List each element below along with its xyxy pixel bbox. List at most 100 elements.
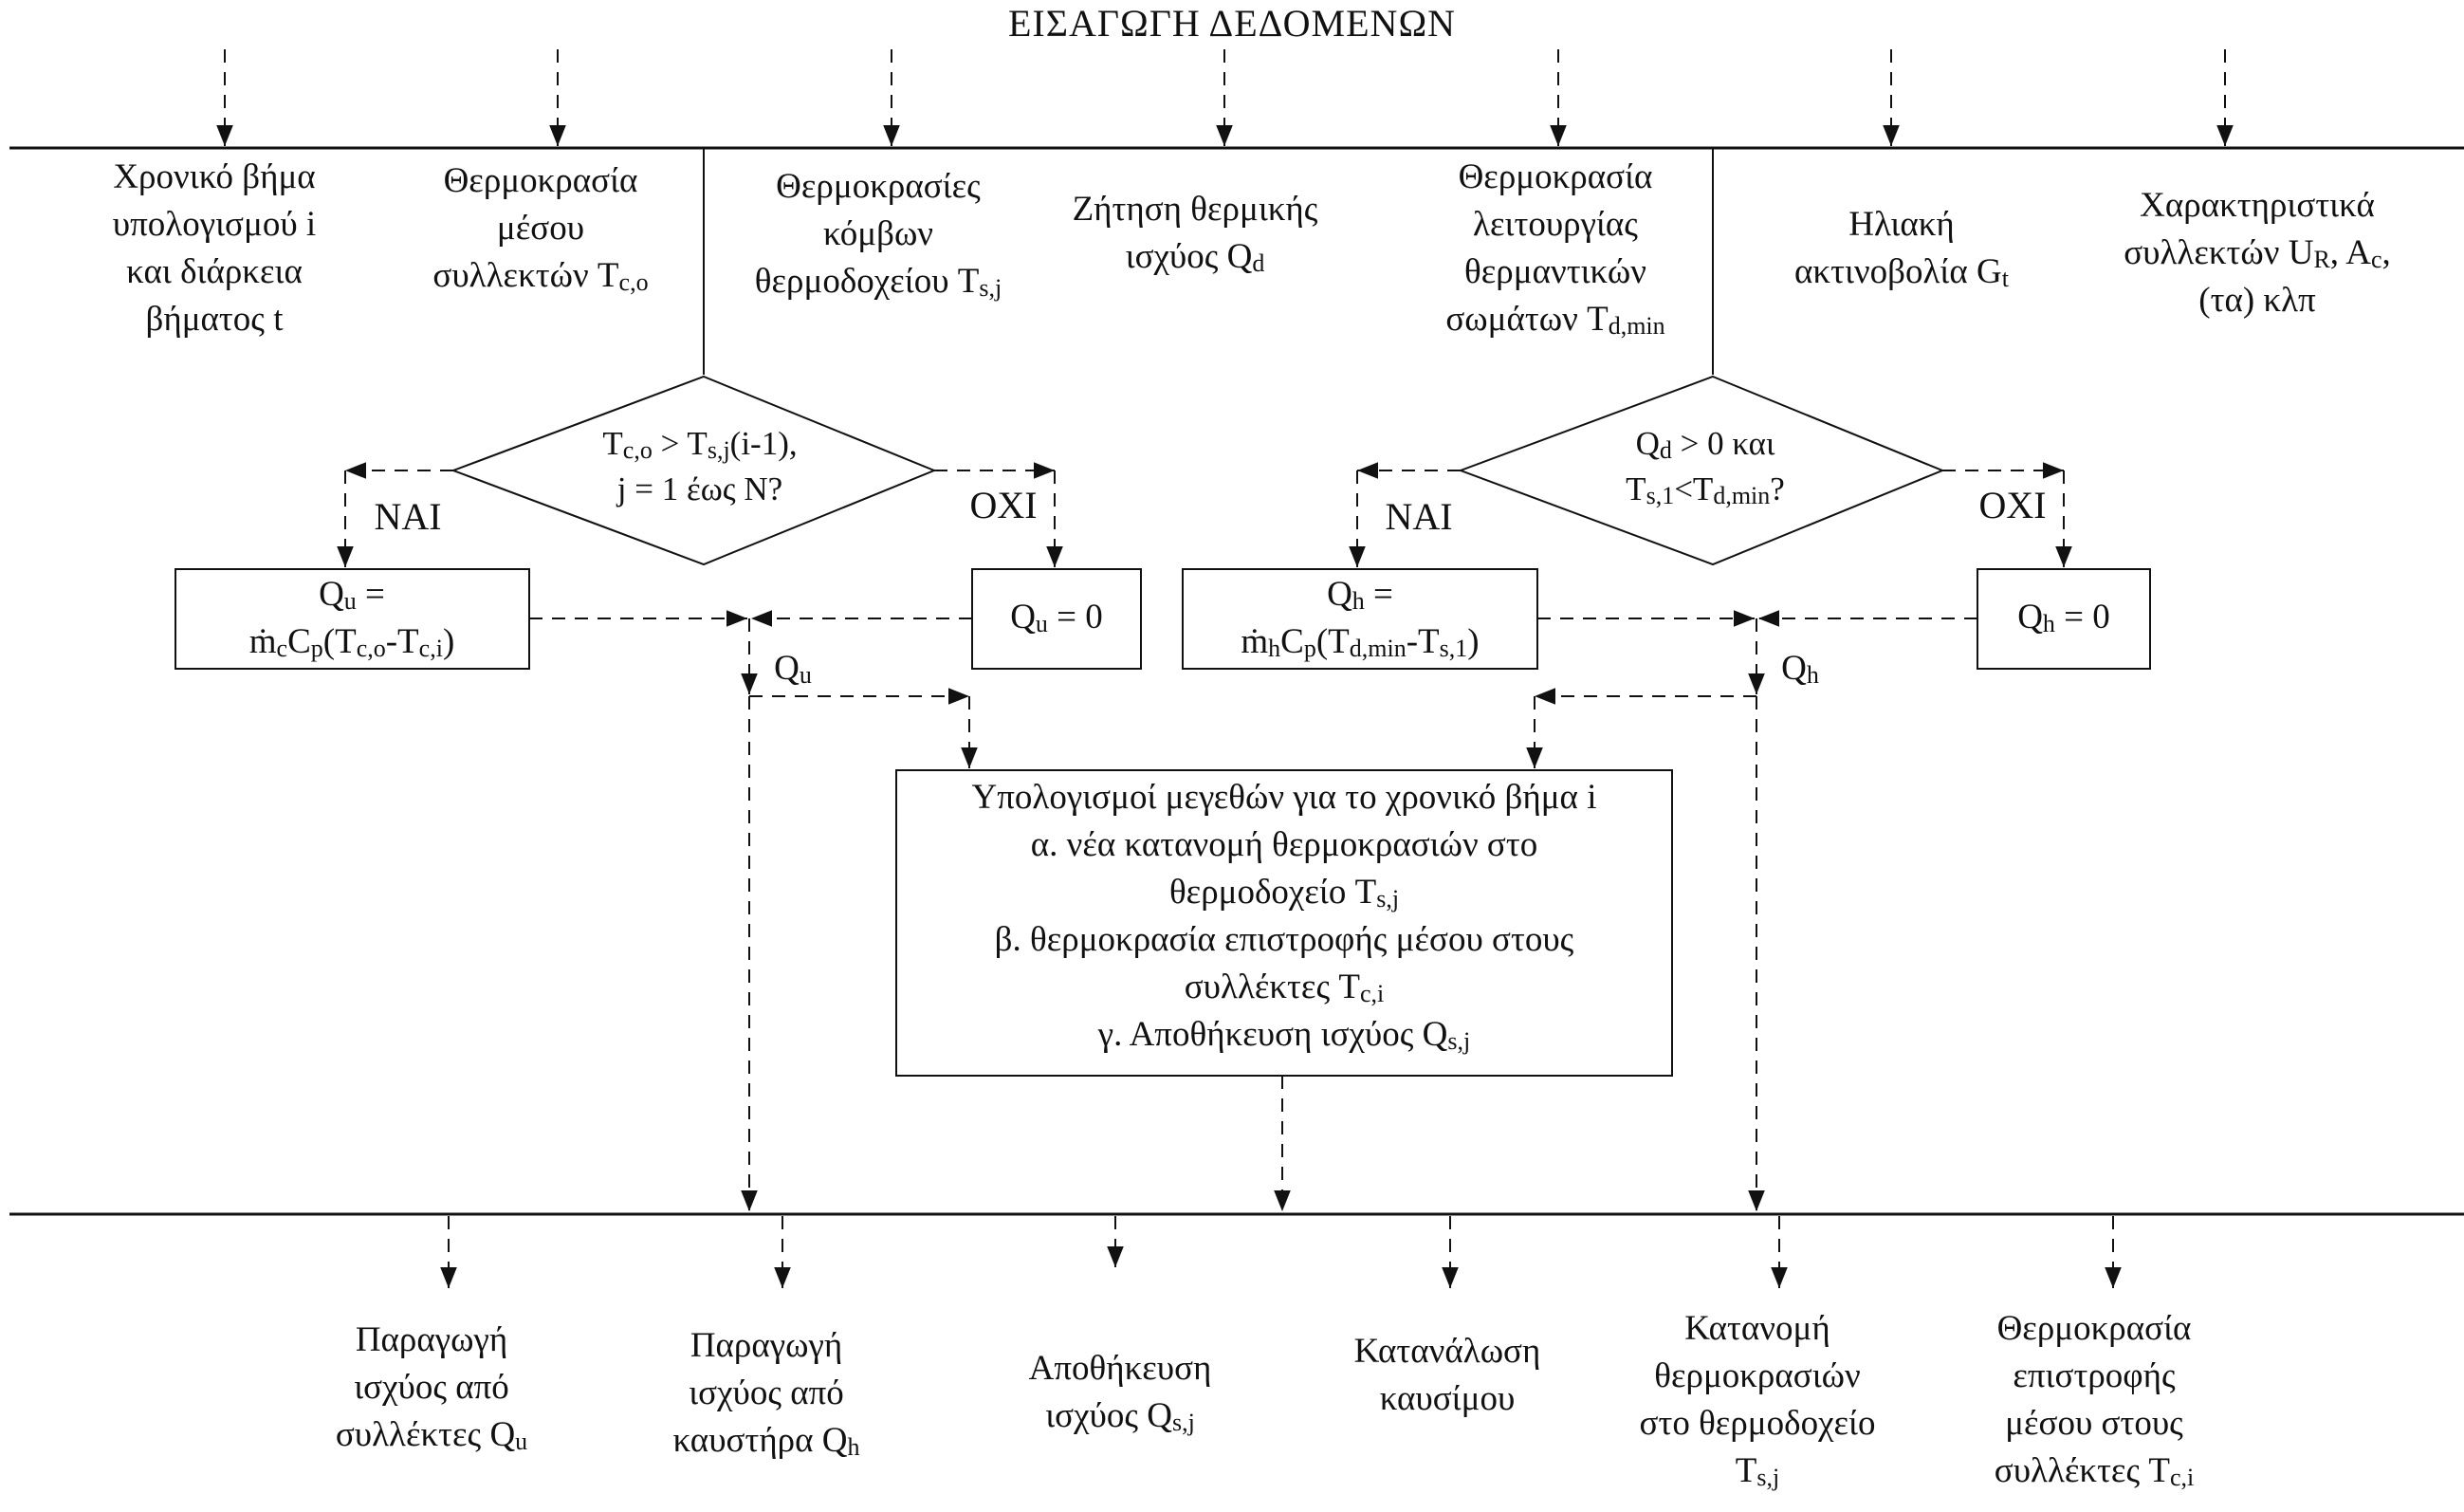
text-segment: ) (1467, 622, 1480, 661)
subscript: t (2001, 265, 2009, 292)
output-boiler-power-line2: ισχύος από (689, 1374, 844, 1412)
text-segment: -T (1406, 622, 1440, 661)
input-time-step-line4: βήματος t (145, 300, 284, 339)
merge-label-qh: Qh (1781, 645, 1819, 692)
text-segment: , (2381, 233, 2391, 272)
output-return-temperature-line1: Θερμοκρασία (1996, 1309, 2192, 1348)
process-line3: θερμοδοχείο Ts,j (972, 869, 1597, 916)
input-collector-temperature-line3: συλλεκτών Tc,o (432, 252, 648, 300)
decision-diamond-heating (1458, 375, 1945, 566)
text-segment: = 0 (1047, 598, 1103, 636)
input-radiator-temperature-line2: λειτουργίας (1473, 205, 1638, 244)
input-collector-temperature-line1: Θερμοκρασία (443, 161, 638, 200)
text-segment: συλλεκτών T (432, 256, 619, 295)
output-collector-power-line2: ισχύος από (354, 1368, 509, 1407)
output-fuel-consumption-line1: Κατανάλωση (1353, 1332, 1541, 1371)
decision-diamond-collector (451, 375, 937, 566)
input-heat-demand-line1: Ζήτηση θερμικής (1072, 190, 1318, 229)
input-tank-node-temperatures-line3: θερμοδοχείου Ts,j (755, 258, 1002, 305)
text-segment: T (1735, 1451, 1757, 1490)
text-segment: > 0 και (1671, 425, 1775, 462)
text-segment: θερμοδοχείο T (1168, 873, 1377, 912)
text-segment: ṁ (248, 622, 277, 661)
input-radiator-temperature-line3: θερμαντικών (1464, 252, 1646, 291)
output-storage-power-line2: ισχύος Qs,j (1029, 1392, 1212, 1440)
subscript: s,j (979, 274, 1002, 302)
text-segment: ισχύος Q (1045, 1396, 1172, 1435)
input-radiator-temperature: Θερμοκρασία λειτουργίας θερμαντικών σωμά… (1445, 154, 1664, 343)
input-radiator-temperature-line4: σωμάτων Td,min (1445, 296, 1664, 343)
text-segment: Q (1010, 598, 1036, 636)
text-segment: συλλέκτες T (1994, 1451, 2170, 1490)
text-segment: (T (322, 622, 357, 661)
subscript: s,j (1756, 1464, 1780, 1491)
text-segment: Q (1781, 649, 1807, 688)
input-tank-node-temperatures: Θερμοκρασίες κόμβων θερμοδοχείου Ts,j (755, 163, 1002, 305)
output-return-temperature: Θερμοκρασία επιστροφής μέσου στους συλλέ… (1995, 1305, 2195, 1495)
subscript: c,i (1359, 980, 1385, 1007)
subscript: s,j (1447, 1027, 1471, 1055)
text-segment: ισχύος Q (1125, 237, 1253, 276)
output-tank-temperature-distribution-line1: Κατανομή (1684, 1309, 1830, 1348)
subscript: c (2370, 246, 2382, 273)
process-line6: γ. Αποθήκευση ισχύος Qs,j (972, 1011, 1597, 1059)
input-time-step: Χρονικό βήμα υπολογισμού i και διάρκεια … (113, 154, 316, 343)
text-segment: θερμοδοχείου T (754, 262, 980, 301)
output-collector-power: Παραγωγή ισχύος από συλλέκτες Qu (336, 1317, 527, 1459)
text-segment: = 0 (2054, 598, 2110, 636)
box-qu-zero-text: Qu = 0 (1010, 594, 1103, 641)
text-segment: Q (2017, 598, 2043, 636)
subscript: s,j (1376, 885, 1400, 913)
output-boiler-power-line1: Παραγωγή (690, 1326, 843, 1365)
text-segment: σωμάτων T (1445, 300, 1609, 339)
box-qu-zero-line: Qu = 0 (1010, 594, 1103, 641)
process-line2: α. νέα κατανομή θερμοκρασιών στο (1030, 825, 1538, 864)
process-line1: Υπολογισμοί μεγεθών για το χρονικό βήμα … (971, 778, 1597, 817)
text-segment: συλλέκτες T (1184, 968, 1360, 1006)
input-time-step-line2: υπολογισμού i (112, 205, 317, 244)
output-return-temperature-line3: μέσου στους (2005, 1404, 2183, 1443)
subscript: s,j (707, 436, 730, 464)
text-segment: καυστήρα Q (672, 1421, 848, 1460)
subscript: u (1035, 610, 1048, 637)
subscript: u (515, 1428, 528, 1455)
input-solar-radiation-line1: Ηλιακή (1848, 205, 1955, 244)
output-tank-temperature-distribution: Κατανομή θερμοκρασιών στο θερμοδοχείο Ts… (1640, 1305, 1876, 1495)
subscript: s,j (1171, 1409, 1195, 1436)
text-segment: > T (652, 425, 708, 462)
subscript: c,i (418, 635, 443, 662)
decision-text-heating: Qd > 0 και Ts,1<Td,min? (1626, 421, 1785, 512)
branch-label-no-2: ΟΧΙ (1978, 484, 2047, 526)
input-time-step-line1: Χρονικό βήμα (113, 157, 316, 196)
subscript: c,o (622, 436, 653, 464)
text-segment: = (356, 575, 385, 614)
decision-text-heating-line2: Ts,1<Td,min? (1626, 467, 1785, 512)
text-segment: (i-1), (729, 425, 798, 462)
text-segment: C (1280, 622, 1304, 661)
text-segment: ) (442, 622, 455, 661)
output-boiler-power-line3: καυστήρα Qh (672, 1417, 859, 1465)
subscript: c,o (356, 635, 386, 662)
input-solar-radiation-line2: ακτινοβολία Gt (1794, 249, 2009, 296)
decision-text-collector: Tc,o > Ts,j(i-1), j = 1 έως N? (602, 421, 797, 512)
input-tank-node-temperatures-line2: κόμβων (822, 214, 934, 253)
subscript: d,min (1713, 482, 1771, 509)
text-segment: Q (1635, 425, 1660, 462)
output-collector-power-line1: Παραγωγή (355, 1320, 508, 1359)
subscript: h (2042, 610, 2055, 637)
text-segment: γ. Αποθήκευση ισχύος Q (1097, 1015, 1448, 1054)
text-segment: T (602, 425, 623, 462)
box-qh-formula-line2: ṁhCp(Td,min-Ts,1) (1241, 618, 1479, 666)
subscript: h (1268, 635, 1281, 662)
output-return-temperature-line4: συλλέκτες Tc,i (1995, 1447, 2195, 1495)
process-line4: β. θερμοκρασία επιστροφής μέσου στους (994, 920, 1574, 959)
input-collector-temperature: Θερμοκρασία μέσου συλλεκτών Tc,o (432, 157, 648, 300)
text-segment: = (1364, 575, 1393, 614)
subscript: s,1 (1646, 482, 1675, 509)
input-tank-node-temperatures-line1: Θερμοκρασίες (776, 167, 981, 206)
process-line5: συλλέκτες Tc,i (972, 964, 1597, 1011)
page-title: ΕΙΣΑΓΩΓΗ ΔΕΔΟΜΕΝΩΝ (1007, 2, 1457, 45)
text-segment: συλλέκτες Q (335, 1415, 516, 1454)
subscript: p (310, 635, 323, 662)
subscript: h (1806, 661, 1819, 689)
